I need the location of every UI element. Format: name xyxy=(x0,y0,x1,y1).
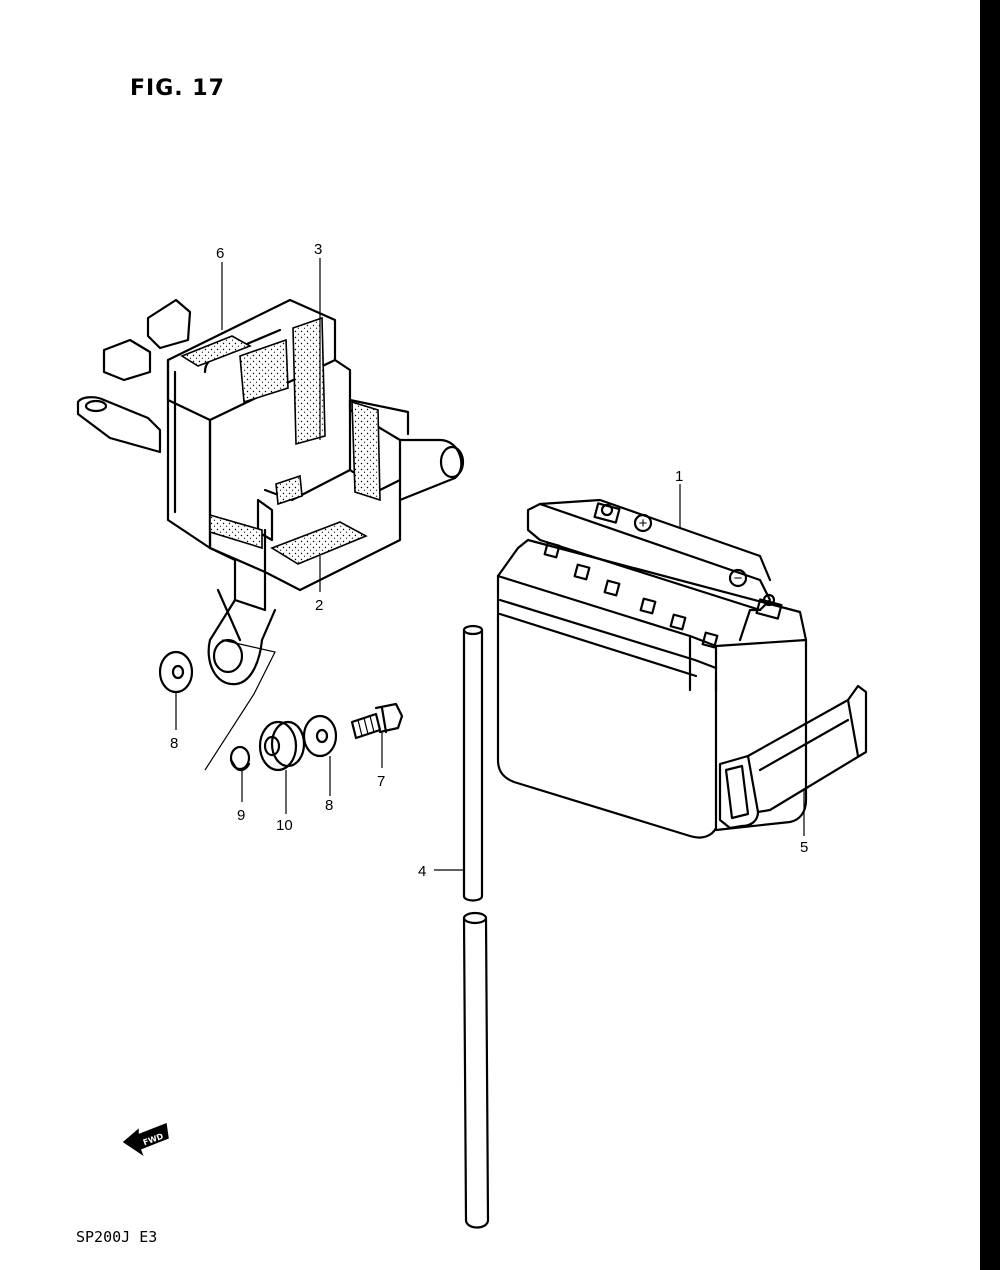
positive-symbol: + xyxy=(639,515,648,532)
fwd-direction-arrow: FWD xyxy=(122,1122,169,1156)
battery: + − xyxy=(496,498,808,839)
callout-5: 5 xyxy=(800,839,808,856)
callout-8-left: 8 xyxy=(170,735,178,752)
foam-pad-bottom xyxy=(270,521,368,565)
washer-left xyxy=(158,650,194,694)
battery-cell-caps xyxy=(543,541,719,649)
bolt xyxy=(350,702,404,740)
callout-9: 9 xyxy=(237,807,245,824)
foam-pad-lower-left xyxy=(209,513,263,550)
callout-7: 7 xyxy=(377,773,385,790)
callout-6: 6 xyxy=(216,245,224,262)
breather-tube xyxy=(462,624,490,1229)
negative-terminal xyxy=(755,593,783,620)
foam-pad-inner xyxy=(239,338,289,404)
model-code: SP200J E3 xyxy=(76,1228,158,1246)
assembly-indicator xyxy=(204,639,276,771)
positive-terminal xyxy=(593,502,621,524)
foam-pad-small xyxy=(275,474,303,506)
battery-holder-bracket xyxy=(76,298,465,686)
callout-8-right: 8 xyxy=(325,797,333,814)
callout-4: 4 xyxy=(418,863,426,880)
cushion-grommet xyxy=(258,720,306,772)
negative-marking-circle xyxy=(728,568,748,588)
callout-3: 3 xyxy=(314,241,322,258)
figure-title: FIG. 17 xyxy=(130,76,225,101)
scan-edge-bar xyxy=(980,0,1000,1270)
callout-10: 10 xyxy=(276,817,293,834)
mounting-hardware xyxy=(204,639,404,772)
battery-band xyxy=(718,684,868,830)
negative-symbol: − xyxy=(734,570,743,587)
callout-2: 2 xyxy=(315,597,323,614)
foam-pad-top xyxy=(180,335,252,367)
callout-1: 1 xyxy=(675,468,683,485)
foam-pad-side xyxy=(351,400,381,502)
positive-marking-circle xyxy=(633,513,653,533)
collar xyxy=(229,745,251,772)
leader-lines xyxy=(175,258,805,871)
washer-right xyxy=(302,714,338,758)
foam-pad-upper xyxy=(292,316,326,446)
